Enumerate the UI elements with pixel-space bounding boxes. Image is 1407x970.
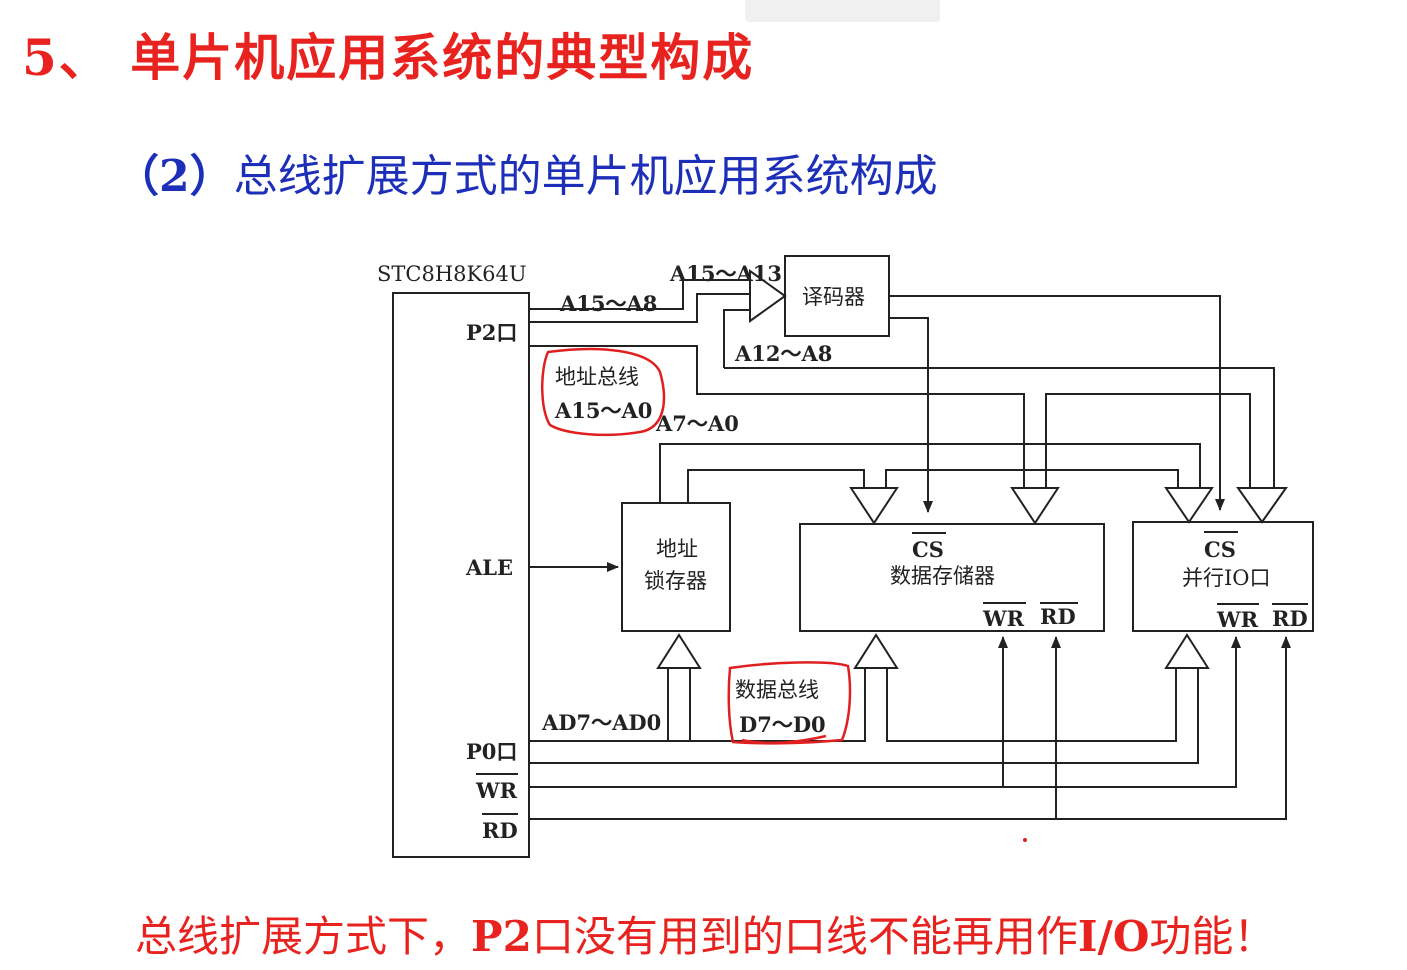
data-bus-annotation bbox=[727, 661, 852, 745]
latch-block bbox=[621, 502, 731, 632]
latch-label-line1: 地址 bbox=[656, 537, 698, 561]
io-rd-label: RD bbox=[1272, 606, 1308, 631]
latch-label-line2: 锁存器 bbox=[644, 569, 707, 593]
note-address-line1: 地址总线 bbox=[555, 365, 639, 389]
address-bus-annotation bbox=[540, 347, 666, 437]
ale-label: ALE bbox=[465, 555, 513, 580]
wr-label: WR bbox=[475, 778, 518, 803]
footer-part2: P2 bbox=[471, 912, 532, 961]
ram-name-label: 数据存储器 bbox=[890, 564, 995, 588]
p2-port-label: P2口 bbox=[466, 320, 517, 345]
footer-note: 总线扩展方式下，P2口没有用到的口线不能再用作I/O功能！ bbox=[135, 903, 1275, 964]
rd-label: RD bbox=[482, 818, 518, 843]
io-block bbox=[1132, 521, 1314, 632]
ram-block bbox=[799, 523, 1105, 632]
video-overlay-bar bbox=[745, 0, 940, 22]
mcu-name: STC8H8K64U bbox=[377, 262, 527, 286]
bus-a12-a8-label: A12～A8 bbox=[734, 341, 832, 366]
page-subtitle: （2）总线扩展方式的单片机应用系统构成 bbox=[115, 140, 938, 204]
note-address-line2: A15～A0 bbox=[554, 398, 652, 423]
io-cs-label: CS bbox=[1204, 537, 1236, 562]
ram-wr-label: WR bbox=[982, 606, 1025, 631]
footer-part3: 口没有用到的口线不能再用作 bbox=[531, 912, 1078, 961]
subtitle-text: 总线扩展方式的单片机应用系统构成 bbox=[233, 151, 938, 202]
ram-cs-label: CS bbox=[912, 537, 944, 562]
footer-part5: 功能！ bbox=[1149, 912, 1276, 961]
footer-part4: I/O bbox=[1077, 912, 1150, 961]
footer-part1: 总线扩展方式下， bbox=[135, 912, 472, 961]
bus-ad7-ad0-label: AD7～AD0 bbox=[541, 710, 661, 735]
bus-a15-a8-label: A15～A8 bbox=[559, 291, 657, 316]
bus-a7-a0-label: A7～A0 bbox=[655, 411, 739, 436]
p0-port-label: P0口 bbox=[466, 739, 517, 764]
page-title: 5、 单片机应用系统的典型构成 bbox=[22, 28, 755, 87]
note-data-line1: 数据总线 bbox=[735, 678, 819, 702]
decoder-label: 译码器 bbox=[802, 285, 865, 309]
io-wr-label: WR bbox=[1216, 607, 1259, 632]
mcu-block bbox=[392, 292, 530, 858]
subtitle-number: （2） bbox=[115, 151, 234, 202]
bus-a15-a13-label: A15～A13 bbox=[669, 261, 782, 286]
io-name-label: 并行IO口 bbox=[1182, 566, 1271, 590]
ram-rd-label: RD bbox=[1040, 604, 1076, 629]
note-data-line2: D7～D0 bbox=[739, 712, 826, 737]
